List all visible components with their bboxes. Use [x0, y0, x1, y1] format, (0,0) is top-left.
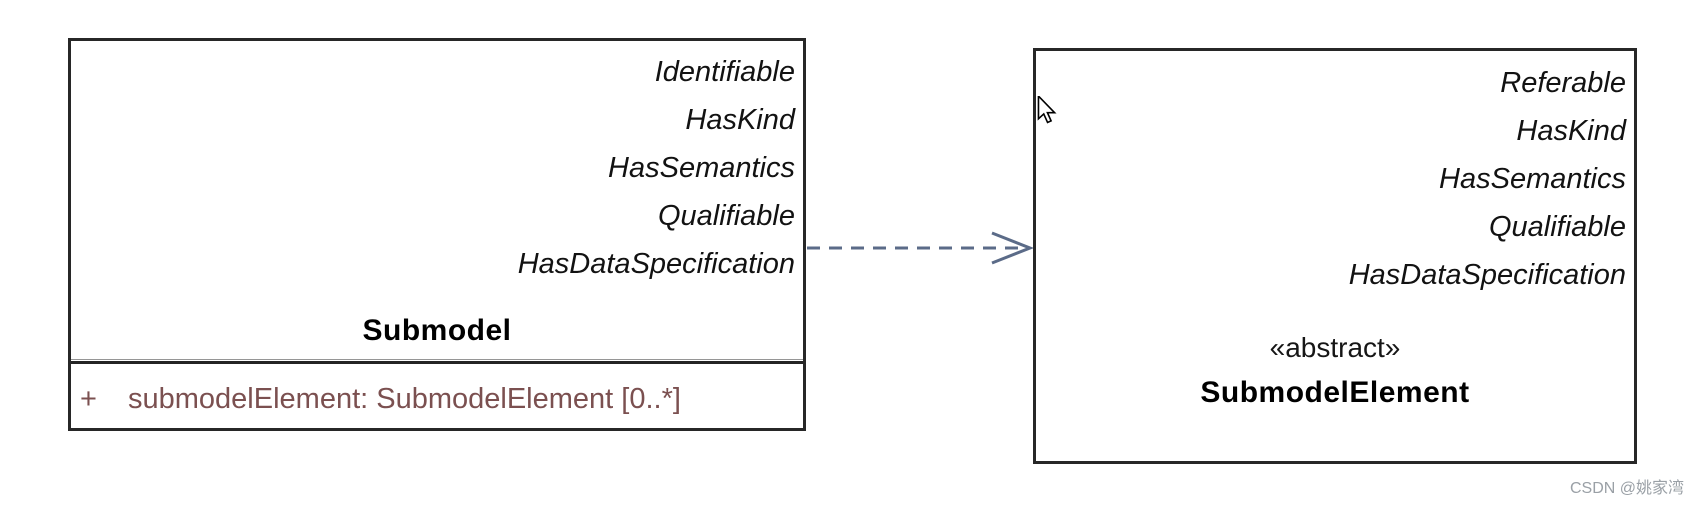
interface-label: Identifiable	[654, 56, 795, 88]
class-name-submodel: Submodel	[362, 314, 512, 347]
interface-label: HasKind	[685, 104, 795, 136]
interface-label: HasDataSpecification	[1348, 259, 1626, 291]
submodelelement-interface-list: Referable HasKind HasSemantics Qualifiab…	[1036, 51, 1634, 299]
interface-label: Referable	[1500, 67, 1626, 99]
compartment-divider	[71, 359, 803, 364]
interface-label: HasSemantics	[1439, 163, 1626, 195]
class-name-submodelelement: SubmodelElement	[1200, 376, 1470, 409]
submodel-interface-list: Identifiable HasKind HasSemantics Qualif…	[71, 41, 803, 288]
interface-label: Qualifiable	[1488, 211, 1626, 243]
interface-label: HasDataSpecification	[517, 248, 795, 280]
attribute-visibility: +	[80, 383, 97, 415]
interface-label: Qualifiable	[657, 200, 795, 232]
attribute-row: + submodelElement: SubmodelElement [0..*…	[71, 383, 803, 415]
interface-label: HasSemantics	[608, 152, 795, 184]
mouse-cursor-icon	[1037, 96, 1057, 124]
watermark-text: CSDN @姚家湾	[1569, 480, 1684, 497]
interface-label: HasKind	[1516, 115, 1626, 147]
class-box-submodel: Identifiable HasKind HasSemantics Qualif…	[68, 38, 806, 431]
class-box-submodelelement: Referable HasKind HasSemantics Qualifiab…	[1033, 48, 1637, 464]
stereotype-abstract: «abstract»	[1269, 332, 1401, 363]
attribute-text: submodelElement: SubmodelElement [0..*]	[128, 383, 681, 415]
